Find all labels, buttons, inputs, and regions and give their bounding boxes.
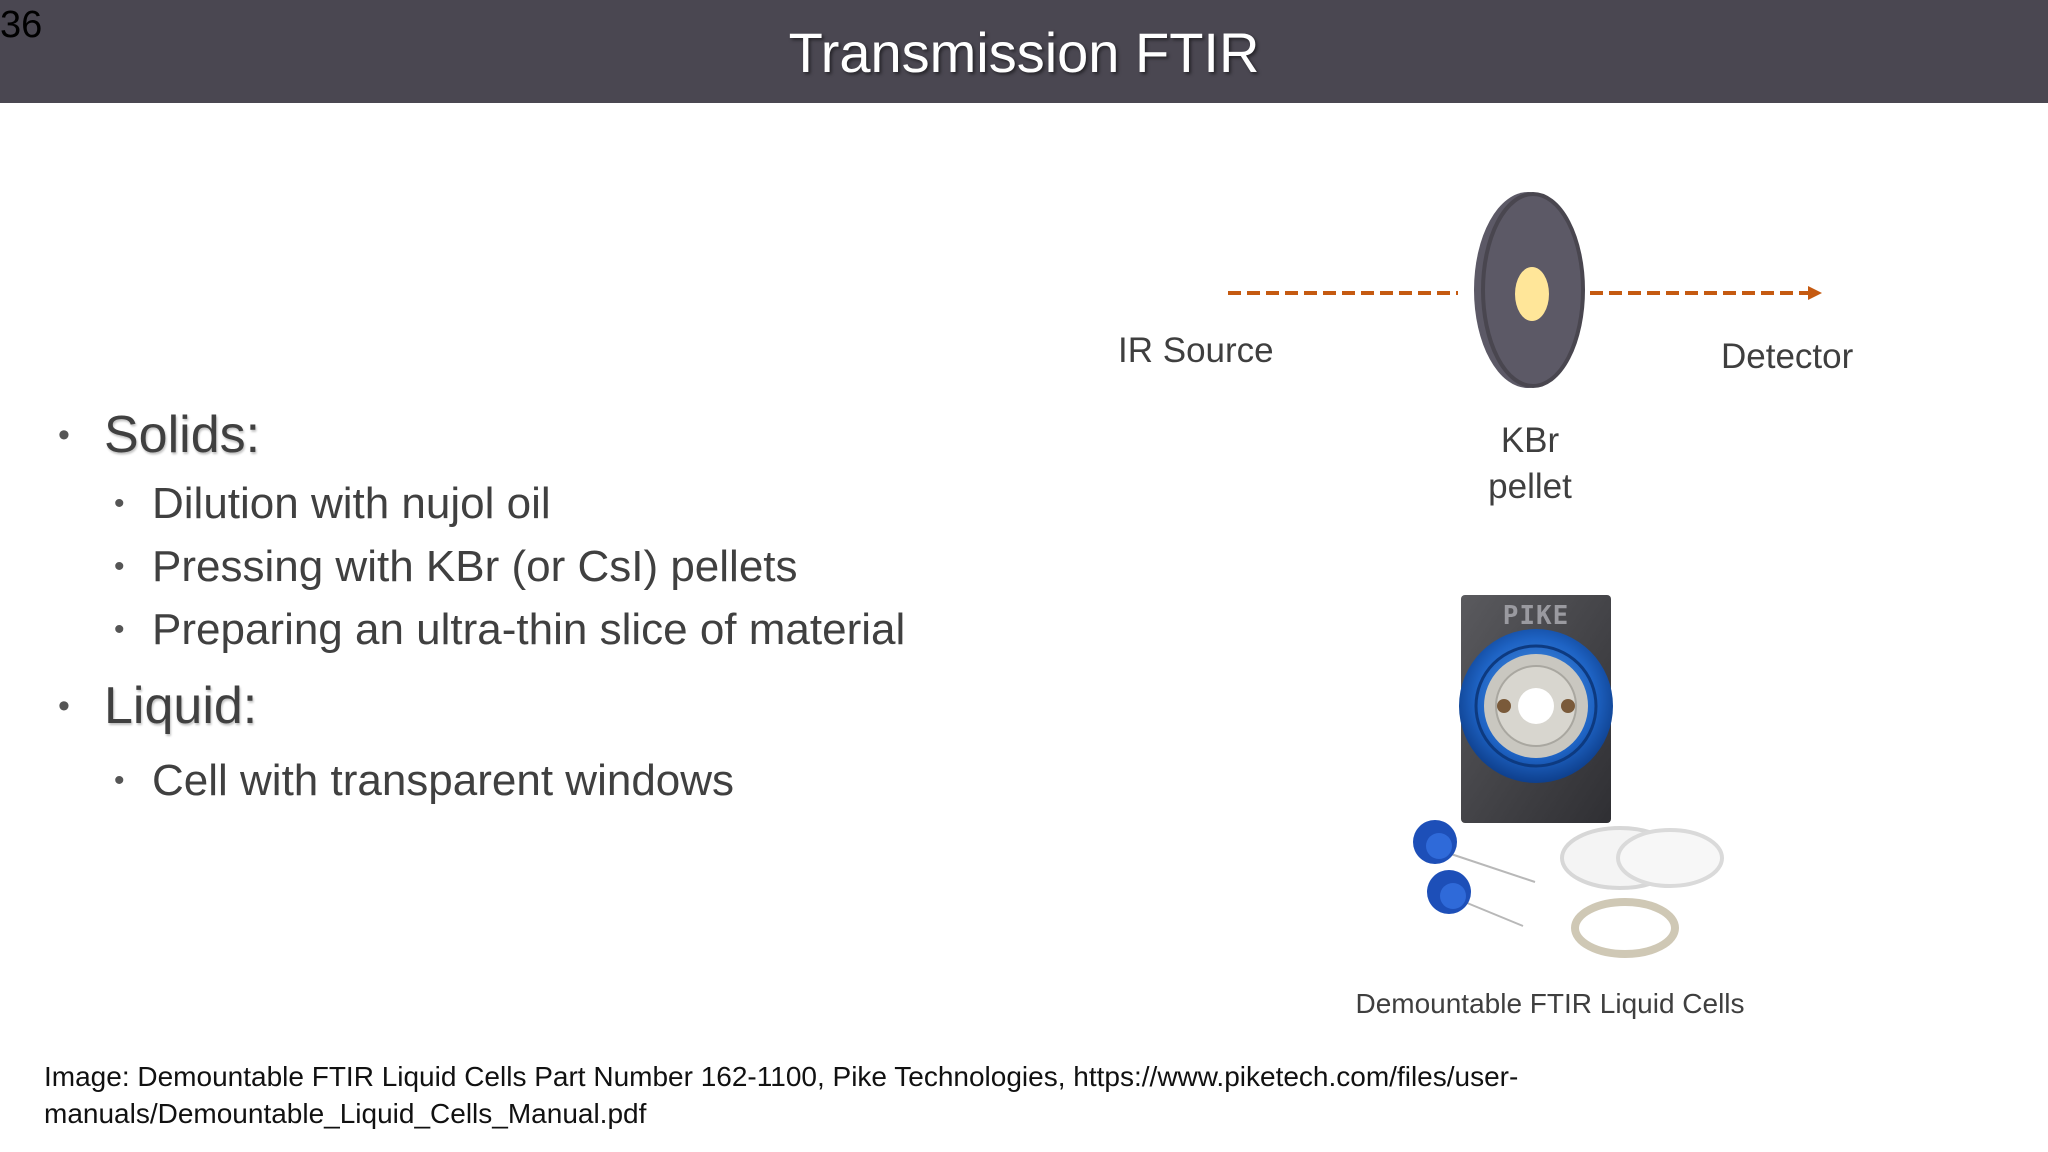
pellet-label-line1: KBr xyxy=(1500,421,1560,460)
credit-line-1: Image: Demountable FTIR Liquid Cells Par… xyxy=(44,1061,1519,1092)
sub-bullet: Pressing with KBr (or CsI) pellets xyxy=(58,535,1018,598)
liquid-cell-photo: PIKE xyxy=(1413,595,1724,958)
pellet-label-line2: pellet xyxy=(1488,467,1572,506)
kbr-pellet xyxy=(1474,192,1582,388)
bullet-liquid: Liquid: xyxy=(58,669,1018,743)
sub-bullet: Preparing an ultra-thin slice of materia… xyxy=(58,598,1018,661)
ir-source-label: IR Source xyxy=(1118,331,1274,370)
title-bar xyxy=(0,0,2048,103)
aperture xyxy=(1518,688,1554,724)
sub-bullet: Cell with transparent windows xyxy=(58,749,1018,812)
spacer-ring xyxy=(1571,898,1679,958)
photo-caption: Demountable FTIR Liquid Cells xyxy=(1355,988,1745,1019)
slide-title: Transmission FTIR xyxy=(788,21,1260,84)
pike-logo: PIKE xyxy=(1503,601,1570,631)
bullet-solids: Solids: xyxy=(58,398,1018,472)
sub-bullet: Dilution with nujol oil xyxy=(58,472,1018,535)
detector-label: Detector xyxy=(1721,337,1854,376)
bullet-list: Solids: Dilution with nujol oil Pressing… xyxy=(58,398,1018,812)
image-credit: Image: Demountable FTIR Liquid Cells Par… xyxy=(44,1058,1604,1132)
window-disc xyxy=(1616,828,1724,888)
sample-spot xyxy=(1515,267,1549,321)
pellet-edge xyxy=(1481,192,1585,388)
slide-number: 36 xyxy=(0,4,43,46)
arrow-head-icon xyxy=(1808,286,1822,300)
credit-line-2: manuals/Demountable_Liquid_Cells_Manual.… xyxy=(44,1098,647,1129)
